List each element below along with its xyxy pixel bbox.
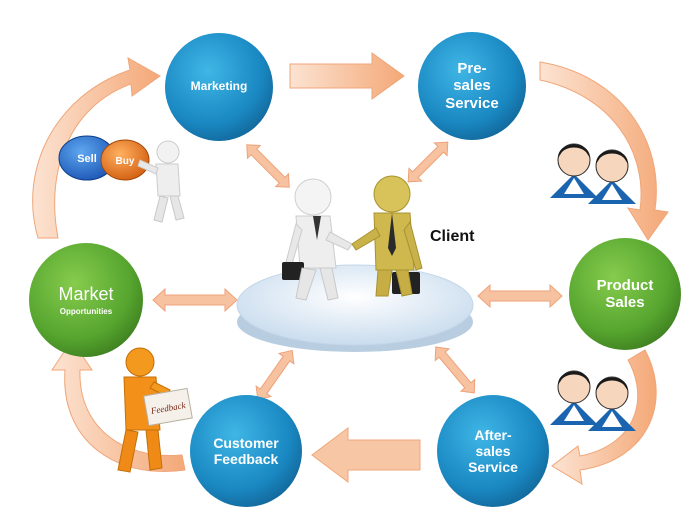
- curved-arrow-presales-to-product: [539, 61, 669, 241]
- white-businessman-icon: [282, 178, 353, 301]
- buy-button-label: Buy: [116, 156, 135, 167]
- support-agents-icon-top: [550, 143, 636, 204]
- node-market-circle: [29, 243, 143, 357]
- double-arrow-feedback-client: [255, 349, 295, 401]
- sell-button-label: Sell: [77, 153, 97, 165]
- client-label: Client: [430, 228, 475, 245]
- curved-arrow-market-to-marketing: [32, 57, 161, 239]
- pointing-figure-icon: [137, 140, 185, 223]
- feedback-figure-icon: Feedback: [117, 347, 193, 473]
- client-links: [152, 141, 563, 401]
- double-arrow-presales-client: [407, 141, 449, 183]
- node-product-sales-circle: [569, 238, 681, 350]
- node-marketing-circle: [165, 33, 273, 141]
- handshake-figures-icon: [282, 175, 423, 301]
- client-platform: [236, 264, 474, 352]
- arrow-marketing-to-presales: [289, 52, 405, 100]
- curved-arrow-product-to-aftersales: [551, 349, 657, 485]
- gold-businessman-icon: [351, 175, 423, 297]
- support-agents-icon-bottom: [550, 370, 636, 431]
- node-presales-circle: [418, 32, 526, 140]
- double-arrow-marketing-client: [246, 144, 290, 188]
- node-customer-feedback-circle: [190, 395, 302, 507]
- arrow-aftersales-to-feedback: [311, 427, 421, 483]
- node-aftersales-circle: [437, 395, 549, 507]
- sell-buy-buttons: Sell Buy: [58, 135, 150, 181]
- double-arrow-product-client: [477, 283, 563, 309]
- double-arrow-market-client: [152, 287, 238, 313]
- double-arrow-aftersales-client: [434, 346, 476, 394]
- cycle-arrows: [32, 57, 669, 485]
